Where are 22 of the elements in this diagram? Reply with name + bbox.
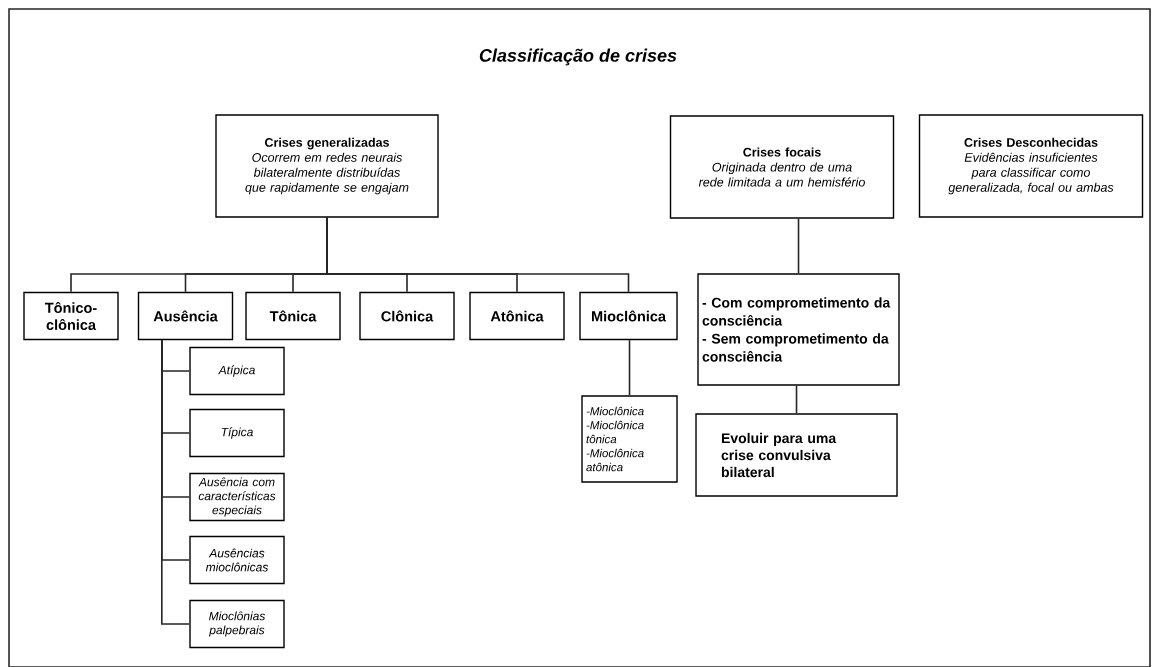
seizure-type-box: Mioclônica (579, 291, 678, 341)
subtype-box: Atípica (189, 346, 285, 396)
seizure-type-box: Tônica (245, 291, 341, 341)
connector-line (161, 339, 191, 625)
category-box: Crises focais Originada dentro de uma rede limitada a um hemisfério (669, 115, 895, 219)
category-box: Crises Desconhecidas Evidências insuficientes para classificar como generalizada, focal ou ambas (918, 114, 1144, 218)
subtype-box: Ausência com características especiais (189, 472, 285, 522)
subtype-box: Ausências mioclônicas (189, 535, 285, 585)
seizure-type-box: Clônica (359, 291, 455, 341)
connector-line (797, 217, 800, 275)
awareness-box: - Com comprometimento da consciência - Sem comprometimento da consciência (697, 273, 900, 386)
title: Classificação de crises (479, 48, 677, 66)
connector-line (795, 384, 798, 415)
seizure-type-box: Tônico-clônica (23, 291, 119, 341)
subtype-box: Típica (189, 408, 285, 458)
category-box: Crises generalizadas Ocorrem em redes neurais bilateralmente distribuídas que rapidamente se engajam (215, 114, 439, 218)
evolution-box: Evoluir para uma crise convulsiva bilateral (695, 413, 898, 497)
seizure-type-box: Atônica (469, 291, 565, 341)
subtype-box: Mioclônias palpebrais (189, 599, 285, 649)
connector-line (628, 339, 631, 397)
seizure-type-box: Ausência (137, 291, 234, 341)
subtype-box: -Mioclônica -Mioclônica tônica -Mioclônica atônica (581, 395, 678, 483)
